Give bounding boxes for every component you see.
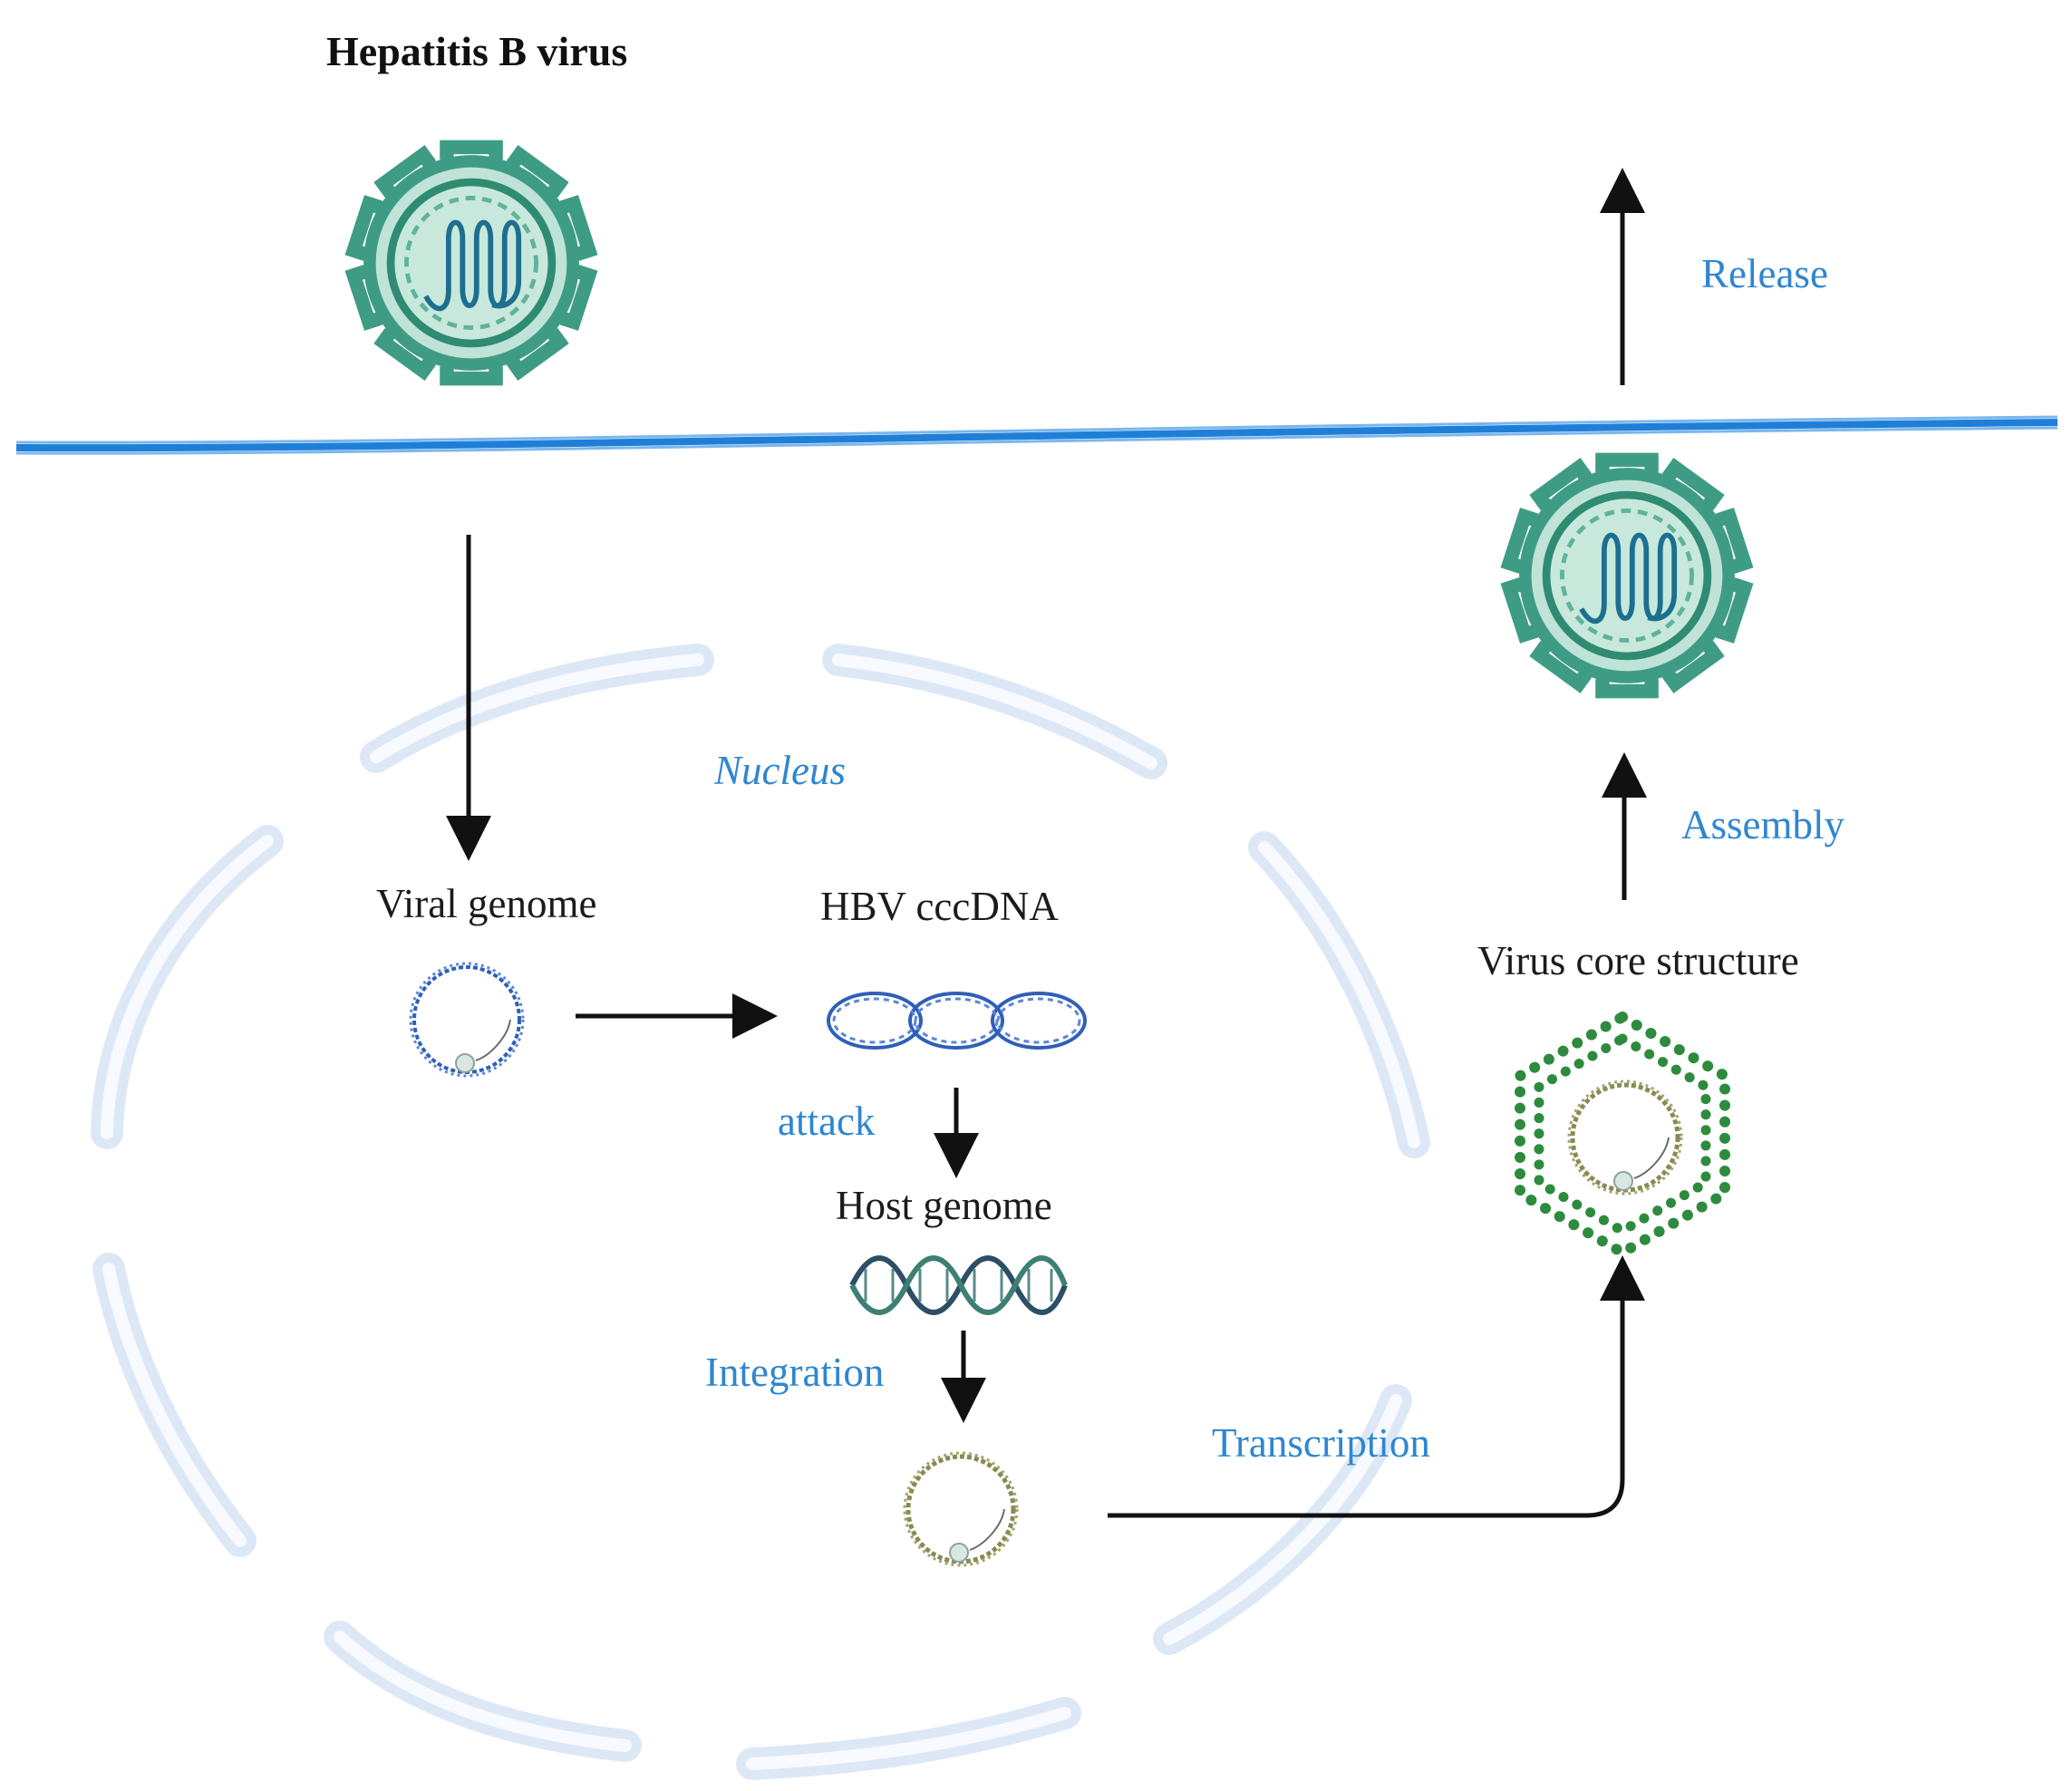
nucleus-envelope (91, 644, 1430, 1780)
attack-label: attack (778, 1099, 876, 1144)
cell-membrane (15, 415, 2058, 455)
hbv-virion-icon (353, 147, 588, 378)
host-genome-label: Host genome (836, 1183, 1052, 1228)
integration-label: Integration (705, 1350, 885, 1395)
virus-core-label: Virus core structure (1477, 938, 1799, 983)
cccdna-icon (827, 992, 1087, 1050)
hbv-title: Hepatitis B virus (326, 28, 628, 74)
release-label: Release (1701, 251, 1828, 296)
nucleus-label: Nucleus (714, 748, 846, 793)
viral-genome-label: Viral genome (376, 881, 597, 926)
circular-dna-icon (409, 962, 525, 1078)
cccdna-label: HBV cccDNA (820, 884, 1059, 929)
core-dna-icon (1569, 1081, 1681, 1194)
integrated-dna-icon (905, 1453, 1017, 1565)
flow-arrows (446, 168, 1647, 1518)
assembly-label: Assembly (1681, 802, 1844, 847)
dna-double-helix-icon (849, 1255, 1068, 1315)
transcription-arrow (1108, 1255, 1645, 1518)
transcription-label: Transcription (1212, 1420, 1430, 1466)
assembled-virion-icon (1509, 460, 1744, 691)
hexagonal-capsid-icon (1515, 1011, 1730, 1259)
